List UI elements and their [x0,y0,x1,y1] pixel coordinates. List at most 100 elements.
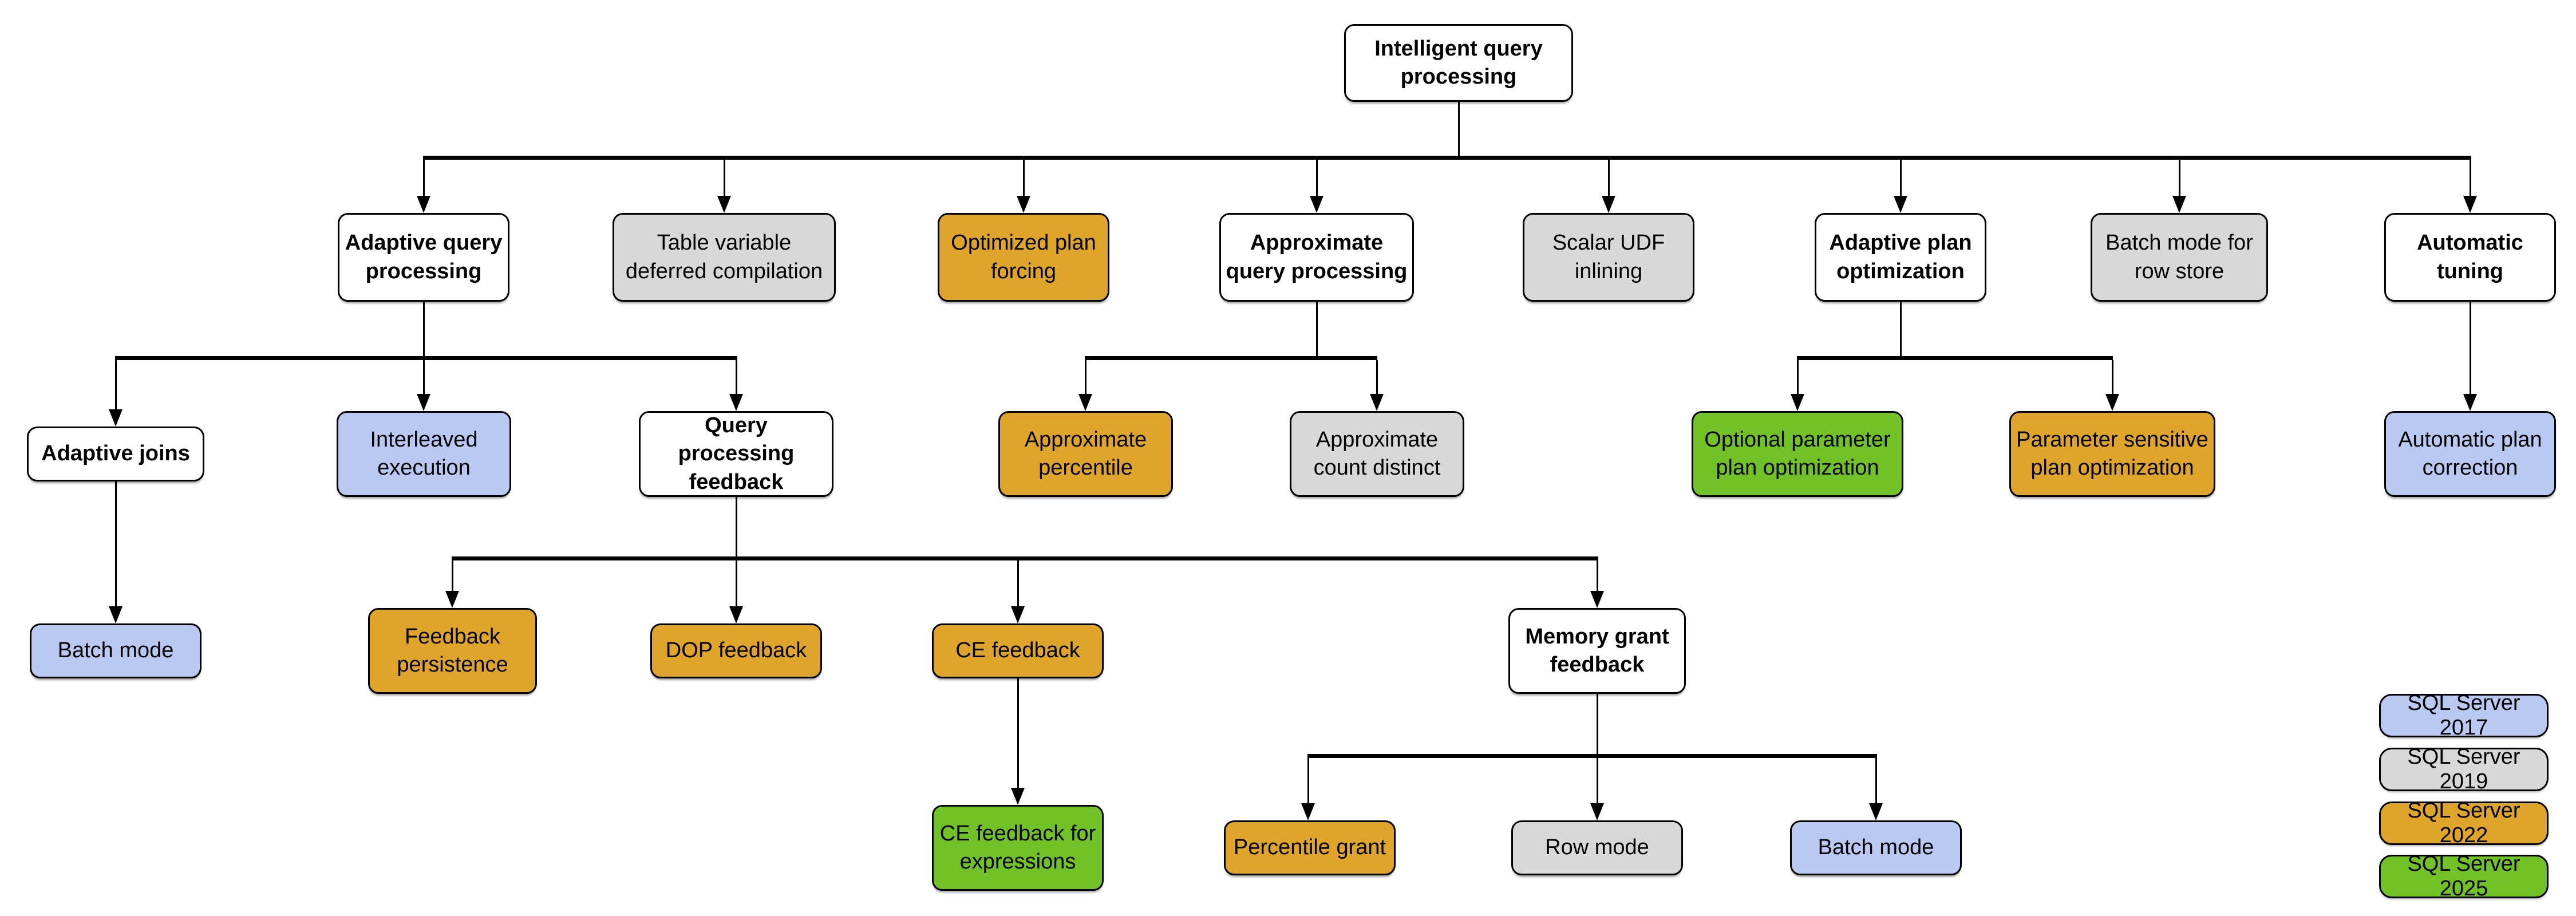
node-label: Adaptive query processing [345,231,503,283]
arrowhead-icon [2463,196,2477,213]
arrowhead-icon [417,394,430,411]
connector-line [452,556,1598,560]
connector-line [423,156,2471,160]
arrowhead-icon [1011,606,1025,623]
node-label: Batch mode [1818,835,1934,860]
node-label: Adaptive plan optimization [1829,231,1972,283]
connector-line [736,560,737,607]
node-scalar-udf-inlining: Scalar UDF inlining [1523,213,1694,302]
connector-line [1875,758,1877,804]
node-label: Optimized plan forcing [951,231,1096,283]
node-query-processing-feedback: Query processing feedback [639,411,833,497]
connector-line [423,302,425,360]
node-optional-parameter-plan-optimization: Optional parameter plan optimization [1692,411,1903,497]
node-label: Query processing feedback [678,413,795,494]
connector-line [115,360,117,410]
connector-line [1900,159,1902,197]
node-label: Approximate percentile [1024,427,1147,480]
legend-sql-server-2019: SQL Server 2019 [2379,745,2549,793]
arrowhead-icon [1310,196,1323,213]
arrowhead-icon [1791,394,1804,411]
node-ce-feedback-for-expressions: CE feedback for expressions [932,805,1104,891]
arrowhead-icon [1590,591,1604,608]
legend-label: SQL Server 2022 [2407,799,2520,847]
node-label: Percentile grant [1233,835,1386,860]
connector-line [2112,360,2113,395]
connector-line [1307,754,1877,758]
connector-line [115,356,737,360]
legend-label: SQL Server 2017 [2407,691,2520,740]
node-label: Batch mode [57,638,174,663]
connector-line [2470,302,2471,395]
arrowhead-icon [729,394,743,411]
connector-line [1597,560,1598,592]
node-adaptive-plan-optimization: Adaptive plan optimization [1815,213,1986,302]
connector-line [724,159,725,197]
node-label: Approximate query processing [1226,231,1408,283]
node-label: Feedback persistence [397,624,508,677]
connector-line [423,159,425,197]
node-interleaved-execution: Interleaved execution [337,411,511,497]
connector-line [1597,758,1598,804]
node-label: CE feedback for expressions [939,821,1096,874]
connector-line [1797,356,2113,360]
arrowhead-icon [717,196,731,213]
arrowhead-icon [2105,394,2119,411]
node-label: Approximate count distinct [1313,427,1441,480]
arrowhead-icon [2463,394,2477,411]
connector-line [1085,360,1086,395]
node-dop-feedback: DOP feedback [650,623,822,678]
arrowhead-icon [1590,803,1604,820]
connector-line [1316,302,1318,360]
arrowhead-icon [109,409,123,427]
arrowhead-icon [729,606,743,623]
node-ce-feedback: CE feedback [932,623,1104,678]
connector-line [1316,159,1318,197]
connector-line [736,360,737,395]
node-approximate-query-processing: Approximate query processing [1219,213,1414,302]
node-row-mode: Row mode [1511,820,1683,875]
legend-label: SQL Server 2025 [2407,852,2520,901]
connector-line [736,497,737,560]
node-label: Intelligent query processing [1374,36,1543,89]
connector-line [1458,102,1460,156]
legend-sql-server-2022: SQL Server 2022 [2379,799,2549,847]
connector-line [2179,159,2180,197]
connector-line [1608,159,1610,197]
node-adaptive-query-processing: Adaptive query processing [338,213,509,302]
node-approximate-percentile: Approximate percentile [998,411,1173,497]
node-intelligent-query-processing: Intelligent query processing [1344,24,1573,102]
connector-line [1023,159,1025,197]
node-label: Scalar UDF inlining [1552,231,1665,283]
node-batch-mode-memory-grant: Batch mode [1790,820,1962,875]
arrowhead-icon [417,196,430,213]
node-label: Row mode [1545,835,1649,860]
node-parameter-sensitive-plan-optimization: Parameter sensitive plan optimization [2009,411,2215,497]
node-table-variable-deferred-compilation: Table variable deferred compilation [613,213,836,302]
node-label: Parameter sensitive plan optimization [2016,427,2208,480]
arrowhead-icon [1370,394,1384,411]
legend-label: SQL Server 2019 [2407,745,2520,793]
node-label: Interleaved execution [370,427,478,480]
node-automatic-plan-correction: Automatic plan correction [2384,411,2556,497]
node-approximate-count-distinct: Approximate count distinct [1290,411,1464,497]
connector-line [1797,360,1799,395]
arrowhead-icon [1011,788,1025,805]
node-label: Automatic plan correction [2398,427,2542,480]
node-label: Adaptive joins [41,441,190,466]
arrowhead-icon [1078,394,1092,411]
arrowhead-icon [1894,196,1907,213]
node-label: Memory grant feedback [1525,624,1669,677]
connector-line [423,360,425,395]
node-batch-mode-adaptive-joins: Batch mode [30,623,202,678]
node-optimized-plan-forcing: Optimized plan forcing [938,213,1109,302]
connector-line [1085,356,1377,360]
connector-line [1017,560,1019,607]
node-batch-mode-for-row-store: Batch mode for row store [2091,213,2268,302]
arrowhead-icon [109,606,123,623]
arrowhead-icon [1602,196,1615,213]
arrowhead-icon [1869,803,1883,820]
arrowhead-icon [1301,803,1315,820]
node-adaptive-joins: Adaptive joins [27,427,204,481]
